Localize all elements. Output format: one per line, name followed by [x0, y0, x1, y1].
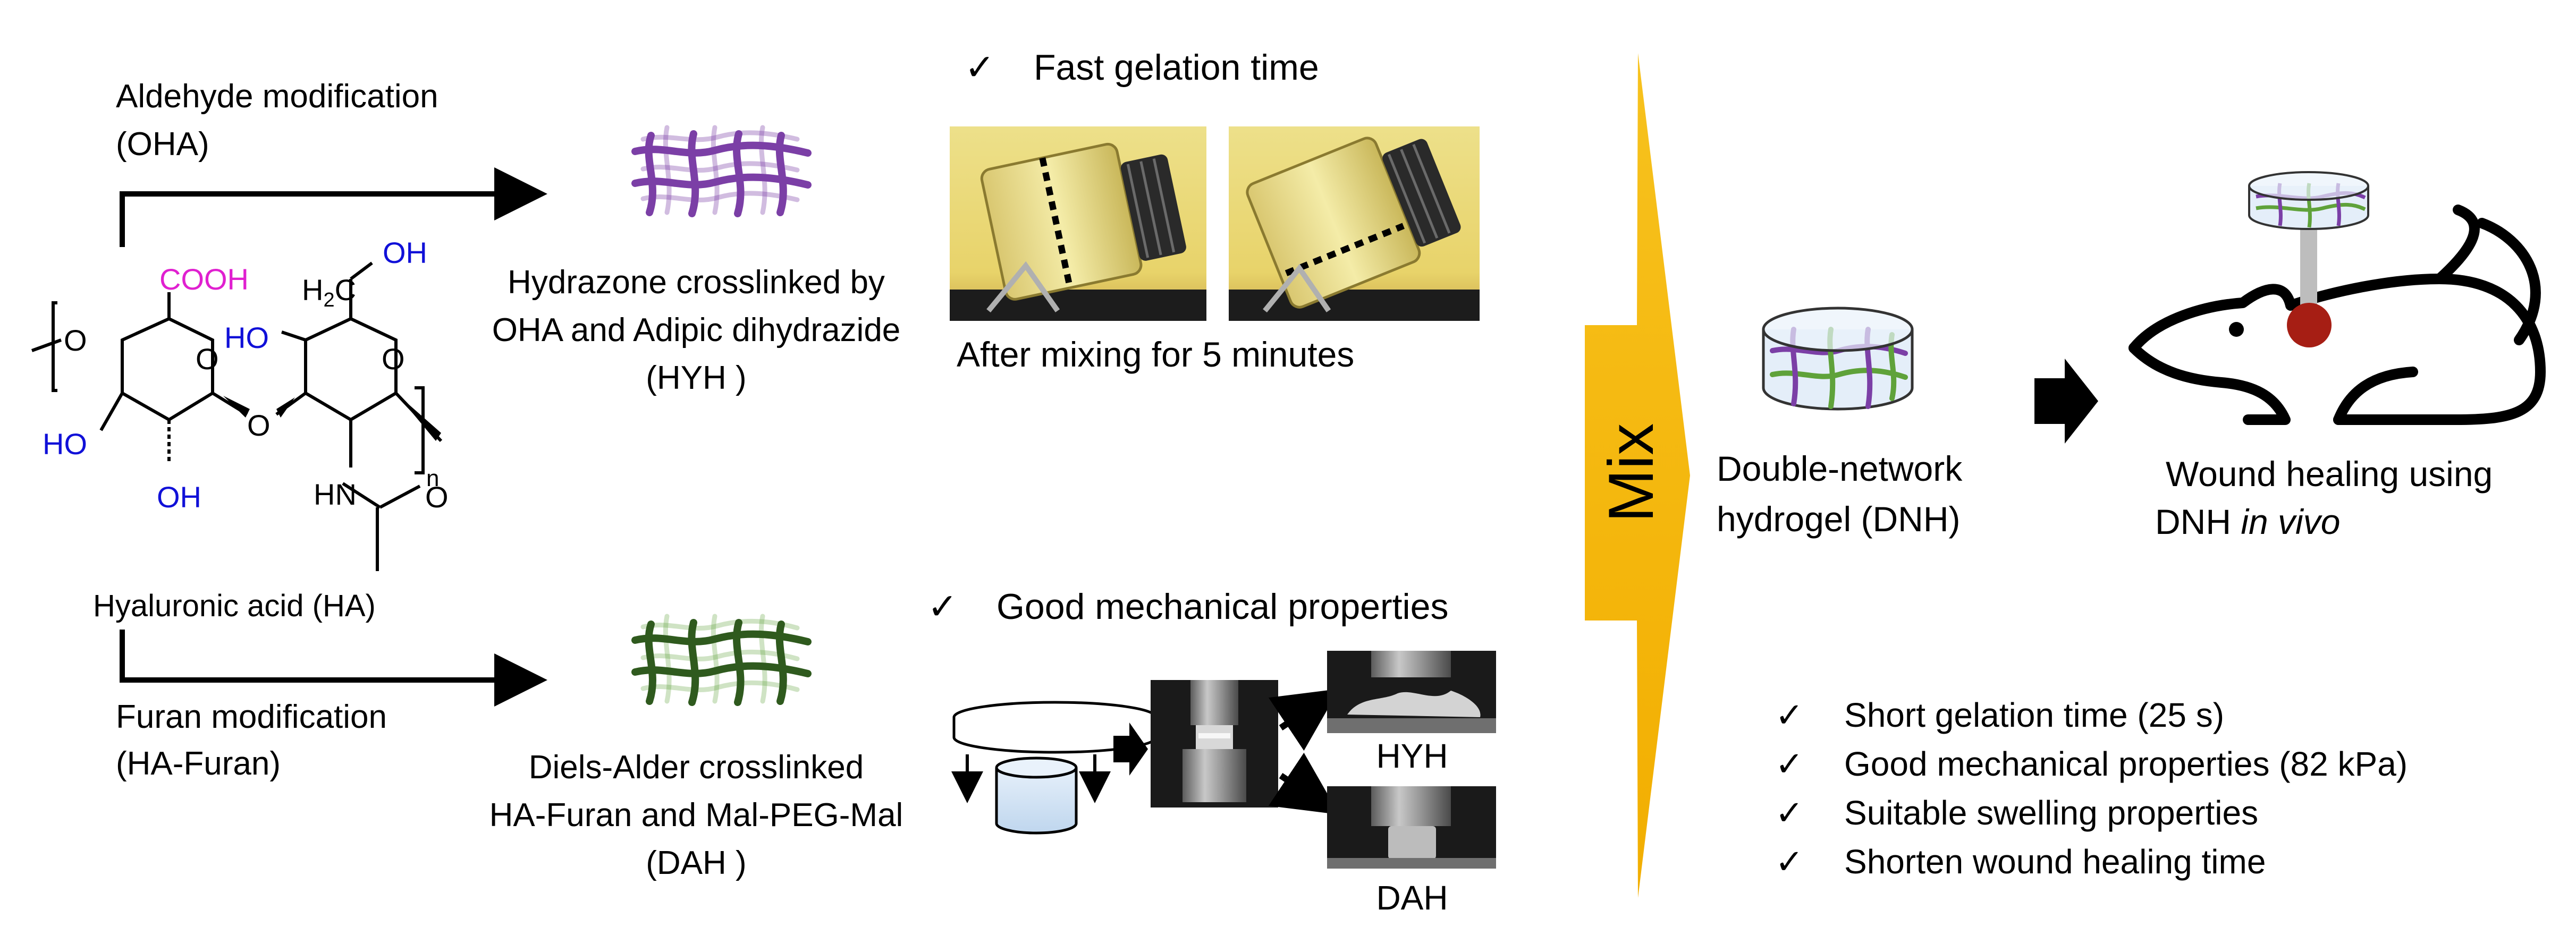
dah-sample-label: DAH	[1376, 879, 1448, 917]
mix-arrow	[1585, 53, 1690, 898]
dah-network-icon	[631, 614, 812, 706]
dah-desc-line3: (DAH )	[646, 845, 746, 881]
wound-spot-icon	[2287, 303, 2332, 347]
vial-photo-1	[950, 126, 1206, 321]
h2c-label: H2C	[302, 273, 356, 311]
hyh-desc-line3: (HYH )	[646, 360, 746, 396]
check-icon: ✓	[1775, 794, 1804, 832]
dnh-disc-icon	[1762, 307, 1914, 411]
ho-label-left: HO	[43, 427, 87, 461]
furan-label: Furan modification	[116, 699, 387, 735]
hyh-network-icon	[631, 125, 812, 217]
glycosidic-o: O	[247, 409, 271, 442]
oh-label-top: OH	[383, 236, 427, 269]
check-icon: ✓	[965, 47, 995, 88]
mechanical-text: Good mechanical properties	[996, 586, 1448, 627]
check-icon: ✓	[1775, 745, 1804, 783]
dah-sample-photo	[1327, 786, 1496, 869]
result-item: Short gelation time (25 s)	[1844, 696, 2224, 734]
mouse-icon	[2129, 205, 2546, 425]
bottom-branch-arrow	[120, 630, 547, 707]
arrow-to-dah	[1268, 752, 1339, 815]
wound-label-line1: Wound healing using	[2166, 454, 2493, 494]
ring-o-left: O	[64, 324, 87, 357]
hyh-desc-line2: OHA and Adipic dihydrazide	[492, 312, 901, 348]
carbonyl-o: O	[425, 480, 449, 514]
result-item: Suitable swelling properties	[1844, 794, 2258, 832]
right-arrow-icon	[2034, 359, 2098, 444]
results-list: ✓ Short gelation time (25 s) ✓ Good mech…	[1775, 696, 2408, 881]
repeat-n: n	[426, 465, 439, 491]
ring-o-1: O	[196, 342, 219, 376]
ha-furan-label: (HA-Furan)	[116, 745, 281, 782]
fast-gelation-text: Fast gelation time	[1034, 47, 1319, 88]
top-branch-arrow	[120, 167, 547, 247]
ho-label-right: HO	[224, 321, 269, 354]
arrow-to-hyh	[1268, 688, 1339, 751]
check-icon: ✓	[1775, 696, 1804, 734]
aldehyde-label: Aldehyde modification	[116, 78, 438, 115]
hyh-sample-photo	[1327, 651, 1496, 733]
photo-caption: After mixing for 5 minutes	[957, 335, 1354, 374]
ring-o-2: O	[382, 342, 405, 376]
check-icon: ✓	[1775, 843, 1804, 881]
dah-desc-line1: Diels-Alder crosslinked	[529, 749, 864, 786]
applied-dnh-disc-icon	[2248, 171, 2369, 230]
top-branch: Aldehyde modification (OHA)	[116, 78, 547, 247]
wound-label-line2: DNH in vivo	[2155, 502, 2340, 541]
vial-photo-2	[1229, 126, 1480, 321]
dnh-label-line1: Double-network	[1717, 449, 1963, 488]
result-item: Shorten wound healing time	[1844, 843, 2266, 881]
ha-name: Hyaluronic acid (HA)	[93, 589, 376, 623]
compression-photo	[1151, 680, 1278, 808]
compression-illustration	[951, 701, 1158, 835]
check-icon: ✓	[927, 586, 958, 627]
result-item: Good mechanical properties (82 kPa)	[1844, 745, 2408, 783]
bottom-branch: Furan modification (HA-Furan)	[116, 630, 547, 782]
right-arrow-icon	[1113, 722, 1148, 776]
cooh-label: COOH	[159, 262, 249, 296]
oh-label-bottom: OH	[157, 480, 201, 514]
mouse-eye-icon	[2229, 322, 2244, 337]
mix-label: Mix	[1595, 423, 1667, 523]
ha-molecule	[31, 261, 443, 571]
dah-desc-line2: HA-Furan and Mal-PEG-Mal	[489, 797, 903, 834]
oha-label: (OHA)	[116, 126, 209, 163]
hn-label: HN	[314, 478, 357, 511]
applicator-rod	[2300, 228, 2317, 313]
ha-molecule-bonds-bold	[223, 393, 441, 441]
hyh-desc-line1: Hydrazone crosslinked by	[508, 264, 885, 301]
dnh-label-line2: hydrogel (DNH)	[1717, 499, 1960, 539]
hyh-sample-label: HYH	[1376, 737, 1448, 775]
